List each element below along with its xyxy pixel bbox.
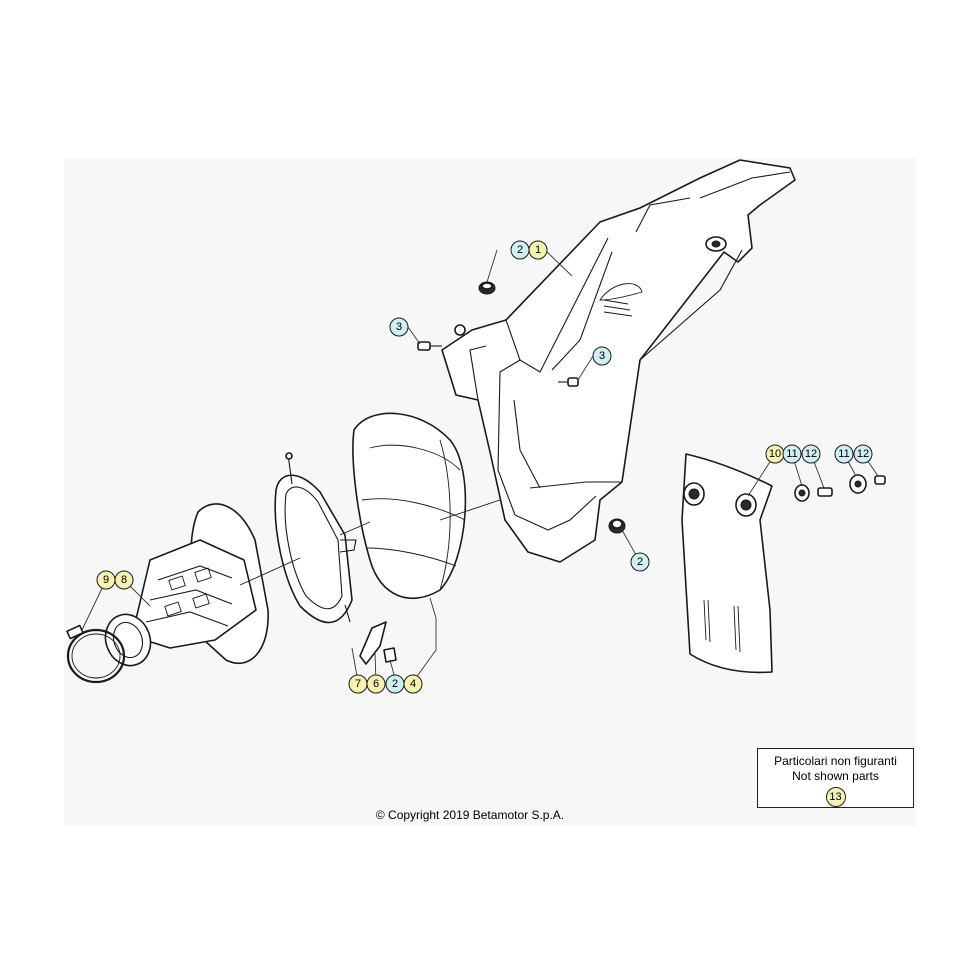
screw-right xyxy=(558,377,579,387)
svg-text:2: 2 xyxy=(392,678,398,690)
svg-text:11: 11 xyxy=(838,448,849,460)
air-filter xyxy=(352,412,467,599)
legend-part-number: 13 xyxy=(825,787,846,807)
washer-left xyxy=(794,484,810,502)
svg-text:6: 6 xyxy=(373,678,379,690)
svg-text:12: 12 xyxy=(857,448,869,460)
callout-2-right: 2 xyxy=(630,552,650,572)
svg-text:2: 2 xyxy=(637,556,643,568)
svg-text:7: 7 xyxy=(355,678,361,690)
callout-11-right: 11 xyxy=(834,444,854,464)
svg-text:3: 3 xyxy=(599,350,605,362)
svg-text:8: 8 xyxy=(121,574,127,586)
svg-text:1: 1 xyxy=(535,244,541,256)
screw-left xyxy=(417,341,442,351)
air-box xyxy=(441,159,796,563)
washer-right xyxy=(849,474,867,494)
callout-8: 8 xyxy=(114,570,134,590)
svg-text:11: 11 xyxy=(786,448,797,460)
intake-duct xyxy=(104,503,269,667)
callout-11-left: 11 xyxy=(782,444,802,464)
callout-12-right: 12 xyxy=(853,444,873,464)
filter-cage xyxy=(274,452,357,624)
callout-1: 1 xyxy=(528,240,548,260)
grommet-bottom xyxy=(608,518,626,534)
svg-text:3: 3 xyxy=(396,321,402,333)
copyright-notice: © Copyright 2019 Betamotor S.p.A. xyxy=(375,808,565,822)
callout-3-left: 3 xyxy=(389,317,409,337)
callout-7: 7 xyxy=(348,674,368,694)
diagram-background xyxy=(64,158,916,826)
grommet-top xyxy=(478,281,496,295)
clip xyxy=(359,621,397,665)
callout-4: 4 xyxy=(403,674,423,694)
bolt-left xyxy=(817,487,833,497)
mud-guard xyxy=(681,453,773,674)
svg-text:2: 2 xyxy=(517,244,523,256)
callout-2-bottom: 2 xyxy=(385,674,405,694)
svg-text:4: 4 xyxy=(410,678,416,690)
legend-line-english: Not shown parts xyxy=(792,769,879,783)
svg-text:12: 12 xyxy=(805,448,817,460)
callout-2-top: 2 xyxy=(510,240,530,260)
callout-10: 10 xyxy=(765,444,785,464)
callout-12-left: 12 xyxy=(801,444,821,464)
assembly-axis-lines xyxy=(239,499,501,586)
legend-line-italian: Particolari non figuranti xyxy=(774,754,897,768)
not-shown-parts-legend: Particolari non figuranti Not shown part… xyxy=(757,748,914,808)
callout-9: 9 xyxy=(96,570,116,590)
leader-lines xyxy=(81,249,879,683)
bolt-right xyxy=(874,475,886,485)
svg-text:10: 10 xyxy=(769,448,781,460)
callout-3-right: 3 xyxy=(592,346,612,366)
callout-6: 6 xyxy=(366,674,386,694)
hose-clamp xyxy=(66,624,126,684)
svg-text:9: 9 xyxy=(103,574,109,586)
